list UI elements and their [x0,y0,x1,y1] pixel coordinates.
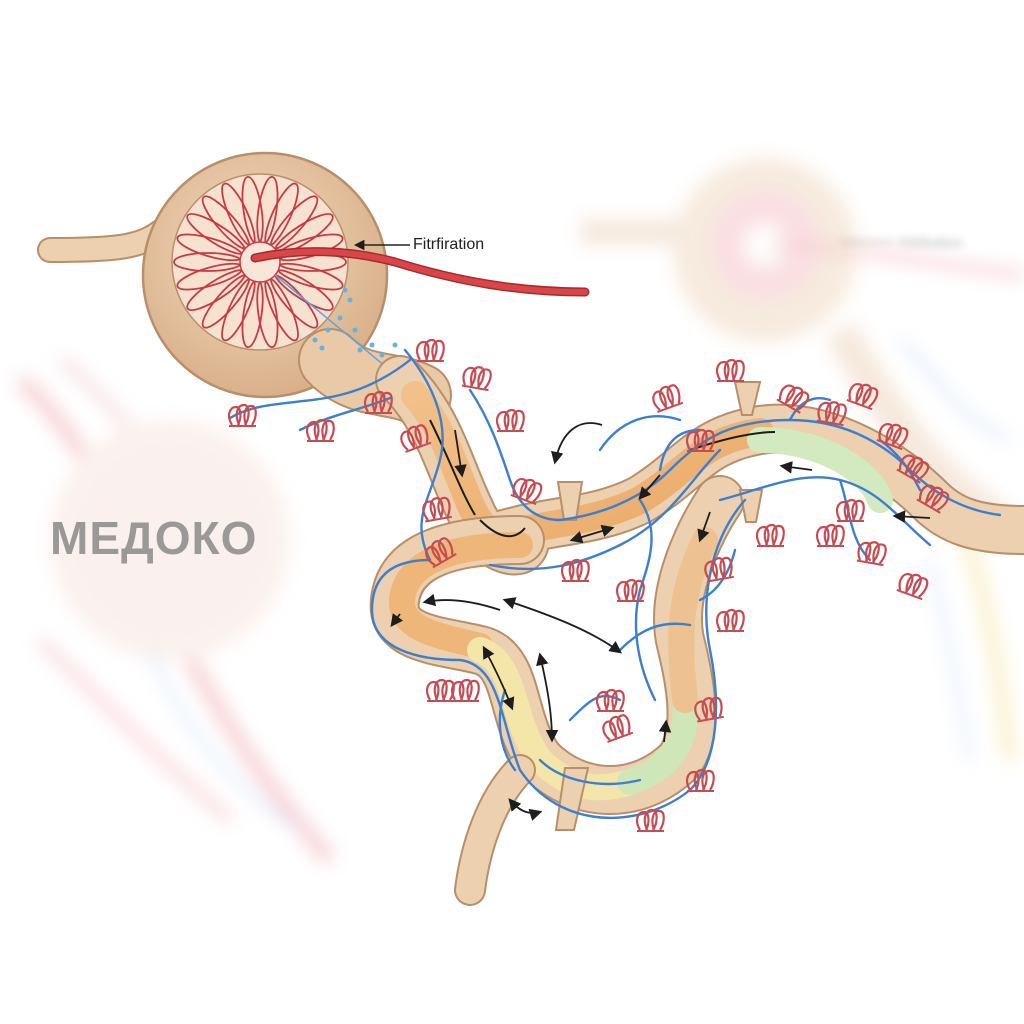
glomerulus-center [240,242,280,282]
capillary-tuft [817,525,844,546]
capillary-tuft [417,340,444,361]
watermark-text: МЕДОКО [50,512,257,564]
capillary-tuft [307,420,334,441]
capillary-tuft [717,610,744,631]
capillary-tuft [897,570,930,599]
capillary-tuft [637,810,664,831]
capillary-tuft [757,525,784,546]
inlet-tube [50,232,160,250]
capillary-tuft [650,383,683,412]
capillary-tufts [229,340,951,831]
watermark: МЕДОКО [50,512,257,564]
capillary-tuft [427,680,454,701]
capillary-tuft [462,365,492,390]
capillary-tuft [452,680,479,701]
ghost-filtration-text: Fitrfiration [900,234,962,250]
filtration-label: Fitrfiration [413,236,484,253]
capillary-tuft [600,713,633,742]
ghost-filtration-label: Fitrfiration [840,234,962,250]
capillary-tuft [857,540,887,565]
ghost-vessels-left [20,360,330,860]
capillary-tuft [511,475,544,504]
ghost-right-lower [930,520,1010,760]
capillary-tuft [497,410,524,431]
capillary-tuft [717,360,744,381]
